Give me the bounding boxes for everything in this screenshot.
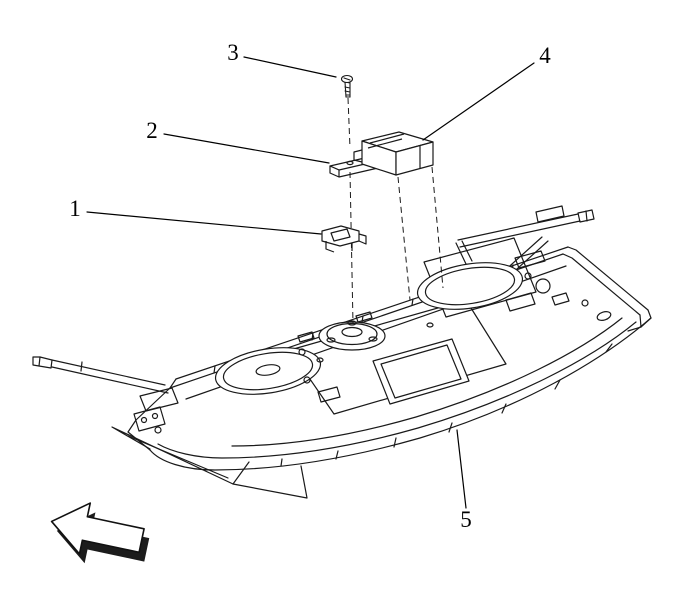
callout-3-label: 3: [227, 40, 239, 65]
callout-5-leader: [456, 429, 467, 509]
antenna-module-part-4: [353, 131, 434, 176]
projection-lines: [347, 97, 444, 325]
direction-arrow-body: [50, 502, 145, 555]
callout-3-leader: [243, 56, 337, 78]
callout-2-label: 2: [146, 118, 158, 143]
callout-5-label: 5: [460, 507, 472, 532]
rear-shelf-assembly: [32, 205, 652, 499]
right-support-rod: [455, 205, 595, 278]
callout-2-leader: [163, 133, 330, 164]
rectangular-opening: [372, 338, 470, 405]
antenna-mount-hole: [318, 320, 386, 351]
left-speaker: [214, 347, 322, 395]
callout-leaders: [86, 56, 535, 509]
direction-arrow-icon: [50, 502, 150, 564]
retainer-clip-part-1: [321, 225, 367, 253]
callout-4-label: 4: [539, 43, 551, 68]
callout-1-label: 1: [69, 196, 81, 221]
callout-4-leader: [422, 62, 535, 141]
right-speaker: [416, 262, 524, 310]
screw-part-3: [340, 74, 354, 98]
left-support-rod: [32, 356, 179, 432]
callout-labels: 1 2 3 4 5: [69, 40, 551, 532]
callout-1-leader: [86, 211, 322, 235]
